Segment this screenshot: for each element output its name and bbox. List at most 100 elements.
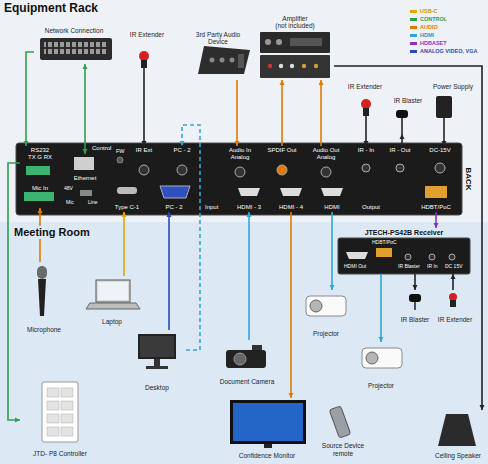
connector-line — [331, 212, 333, 290]
rack-ground — [0, 0, 488, 222]
amplifier-icon — [260, 32, 330, 53]
wall-controller-icon — [47, 388, 59, 397]
receiver-body — [429, 254, 435, 260]
device-box: Microphone — [16, 262, 72, 334]
switcher-body — [396, 164, 404, 172]
port-box: IR - Out — [384, 146, 416, 180]
ir-extender-icon — [139, 51, 149, 61]
amplifier-icon — [260, 55, 330, 78]
power-supply-icon — [436, 96, 452, 118]
box-text: Source Device remote — [319, 442, 367, 457]
ir-blaster-icon — [414, 302, 415, 310]
connector-line — [8, 163, 20, 420]
box-text: IR - Out — [385, 147, 415, 154]
box-text: IR Blaster — [389, 97, 427, 104]
box-text: Audio Out Analog — [309, 147, 343, 161]
box-text: Amplifier — [257, 15, 333, 22]
microphone-icon — [37, 266, 47, 316]
wall-controller-icon — [61, 414, 73, 423]
switcher-body — [321, 188, 343, 196]
amplifier-icon — [276, 39, 282, 45]
audio-mixer-icon — [198, 46, 250, 74]
switcher-body — [117, 187, 137, 194]
microphone-icon — [38, 279, 46, 316]
connector — [142, 76, 147, 146]
connector — [247, 212, 252, 340]
arrow-head — [180, 141, 185, 146]
amplifier-icon — [290, 64, 294, 68]
port-box: IR - In — [352, 146, 380, 180]
wall-controller-icon — [61, 401, 73, 410]
box-text: IR Extender — [437, 316, 473, 323]
switcher-body — [74, 157, 94, 170]
connector-line — [84, 64, 86, 154]
switcher-body — [425, 186, 447, 198]
port-box: PC - 2 — [166, 146, 198, 180]
power-supply-icon — [436, 96, 452, 134]
ir-extender-icon — [450, 300, 456, 307]
monitor-icon — [230, 400, 306, 444]
ir-extender-icon — [449, 293, 457, 301]
device-box: IR Extender — [344, 82, 386, 134]
arrow-head — [480, 405, 485, 410]
device-box: Document Camera — [214, 340, 280, 386]
arrow-head — [122, 212, 127, 217]
port-label: 48V — [64, 186, 73, 192]
connector — [167, 212, 172, 330]
connector — [434, 212, 439, 228]
port-box: PC - 2 — [152, 184, 196, 212]
receiver-body — [449, 254, 455, 260]
amplifier-icon — [268, 64, 272, 68]
switcher-body — [321, 167, 331, 177]
switcher-body — [160, 186, 190, 198]
switcher-body — [16, 143, 462, 215]
laptop-icon — [86, 280, 140, 309]
amplifier-icon — [265, 39, 271, 45]
connector — [334, 66, 485, 410]
wall-controller-icon — [61, 388, 73, 397]
projector-icon — [306, 296, 346, 316]
arrow-head — [434, 223, 439, 228]
box-text: Network Connection — [35, 27, 113, 34]
box-text: IR Blaster — [399, 316, 431, 323]
port-label: Line — [88, 200, 97, 206]
legend-swatch — [410, 18, 417, 21]
connector — [280, 80, 285, 146]
amplifier-icon — [302, 64, 306, 68]
monitor-icon — [230, 400, 306, 448]
connector — [122, 212, 127, 276]
audio-mixer-icon — [220, 58, 225, 63]
connector-line — [380, 274, 382, 342]
legend-text: HDMI — [420, 32, 434, 38]
projector-icon — [362, 348, 402, 368]
connector — [379, 274, 384, 342]
port-box: Type C-1 — [108, 184, 146, 212]
box-text: Confidence Monitor — [223, 452, 311, 459]
laptop-icon — [96, 280, 130, 302]
projector-icon — [306, 296, 346, 316]
meeting-room-ground — [0, 222, 488, 464]
amplifier-icon — [260, 32, 330, 78]
connector-line — [290, 212, 292, 398]
arrow-head — [167, 212, 172, 217]
device-box: 3rd Party Audio Device — [184, 30, 252, 80]
ir-extender-icon — [361, 99, 371, 134]
ir-extender-icon — [141, 60, 147, 68]
wall-controller-icon — [47, 401, 59, 410]
remote-icon — [329, 406, 351, 438]
connector-line — [26, 52, 34, 146]
device-box: Projector — [356, 342, 406, 390]
receiver-box: JTECH-PS42B Receiver — [338, 228, 470, 274]
switcher-body — [280, 188, 302, 196]
port-box: DC-15V — [422, 146, 458, 180]
audio-mixer-icon — [210, 58, 215, 63]
box-text: SPDIF Out — [265, 147, 299, 154]
box-text: IR Extender — [345, 83, 385, 90]
receiver-body — [376, 248, 392, 257]
connector-line — [168, 212, 170, 330]
port-label: IR In — [427, 264, 438, 270]
legend-swatch — [410, 42, 417, 45]
desktop-icon — [154, 359, 160, 366]
arrow-head — [235, 141, 240, 146]
